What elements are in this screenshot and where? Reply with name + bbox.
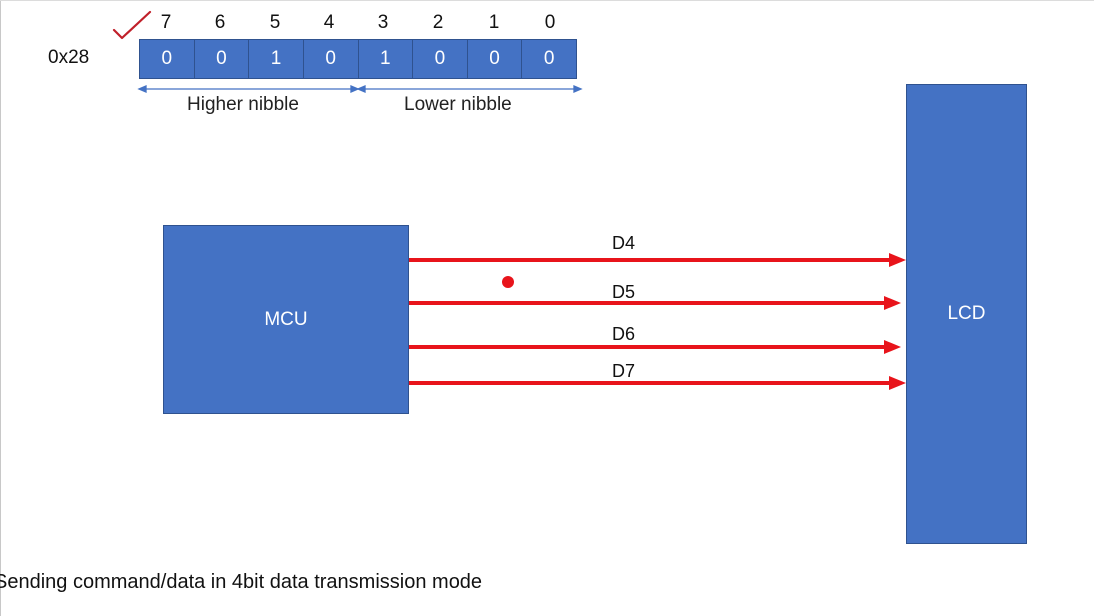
slide-left-edge	[0, 0, 1, 616]
bit-index-4: 4	[323, 12, 335, 33]
bit-cell-4: 0	[304, 40, 359, 78]
bit-index-6: 6	[214, 12, 226, 33]
arrow-d6	[409, 340, 901, 354]
bit-index-2: 2	[432, 12, 444, 33]
arrow-d4	[409, 253, 906, 267]
bit-index-3: 3	[377, 12, 389, 33]
signal-label-d6: D6	[612, 324, 636, 344]
register-bits: 0 0 1 0 1 0 0 0	[139, 39, 577, 79]
lcd-label: LCD	[947, 303, 986, 324]
bit-cell-1: 0	[468, 40, 523, 78]
pointer-dot	[502, 276, 514, 288]
mcu-label: MCU	[264, 308, 308, 330]
lcd-block: LCD	[906, 84, 1027, 544]
signal-label-d7: D7	[612, 361, 636, 381]
bit-cell-3: 1	[359, 40, 414, 78]
bit-cell-2: 0	[413, 40, 468, 78]
bit-cell-7: 0	[140, 40, 195, 78]
slide-top-edge	[0, 0, 1094, 1]
bit-cell-6: 0	[195, 40, 250, 78]
bit-cell-5: 1	[249, 40, 304, 78]
higher-nibble-span-arrow	[137, 85, 360, 93]
lower-nibble-label: Lower nibble	[404, 94, 512, 115]
signal-label-d5: D5	[612, 282, 636, 302]
bit-index-5: 5	[269, 12, 281, 33]
register-value-label: 0x28	[48, 47, 90, 68]
lower-nibble-span-arrow	[356, 85, 583, 93]
bit-index-1: 1	[488, 12, 500, 33]
mcu-block: MCU	[163, 225, 409, 414]
slide-caption: Sending command/data in 4bit data transm…	[0, 571, 483, 593]
checkmark-icon	[112, 10, 152, 40]
bit-cell-0: 0	[543, 48, 555, 69]
bit-index-0: 0	[544, 12, 556, 33]
signal-label-d4: D4	[612, 233, 636, 253]
bit-index-7: 7	[160, 12, 172, 33]
arrow-d5	[409, 296, 901, 310]
higher-nibble-label: Higher nibble	[187, 94, 299, 115]
arrow-d7	[409, 376, 906, 390]
